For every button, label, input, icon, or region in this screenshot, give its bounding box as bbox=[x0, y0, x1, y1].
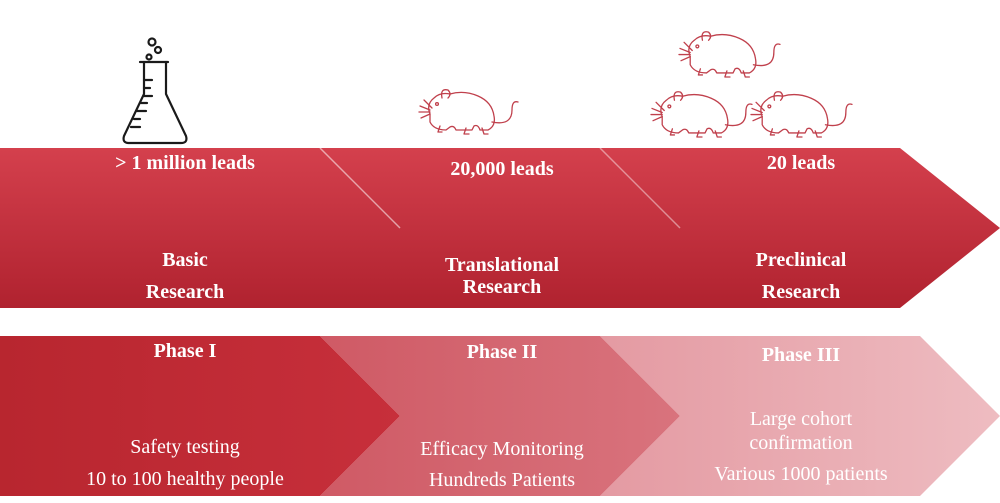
phase-1-chevron bbox=[0, 336, 400, 496]
flask-icon bbox=[122, 37, 188, 145]
phase-1-line2: 10 to 100 healthy people bbox=[86, 468, 284, 490]
phase-3-line1b: confirmation bbox=[749, 432, 853, 454]
stage-3-leads: 20 leads bbox=[766, 152, 836, 174]
rat-group-icon-right bbox=[750, 91, 853, 138]
phase-1-line1: Safety testing bbox=[130, 436, 240, 458]
divider-line-2 bbox=[599, 147, 681, 229]
phase-2-line1: Efficacy Monitoring bbox=[420, 438, 584, 460]
phase-2-title: Phase II bbox=[466, 341, 538, 363]
phase-3-line1: Large cohort bbox=[749, 408, 853, 430]
rat-group-icon-left bbox=[650, 91, 753, 138]
phase-2-chevron bbox=[320, 336, 680, 496]
stage-1-title-line2: Research bbox=[145, 281, 225, 303]
phase-3-title: Phase III bbox=[761, 344, 841, 366]
stage-2-leads: 20,000 leads bbox=[450, 158, 554, 180]
stage-2-title-line2: Research bbox=[462, 276, 542, 298]
phase-3-line2: Various 1000 patients bbox=[714, 463, 888, 485]
stage-2-title-line1: Translational bbox=[444, 254, 560, 276]
stage-1-leads: > 1 million leads bbox=[115, 152, 255, 174]
rat-group-icon-top bbox=[678, 31, 781, 78]
stage-3-title-line1: Preclinical bbox=[755, 249, 847, 271]
phase-2-line2: Hundreds Patients bbox=[428, 469, 576, 491]
divider-line-1 bbox=[319, 147, 401, 229]
phase-3-chevron bbox=[600, 336, 1000, 496]
stage-1-title-line1: Basic bbox=[162, 249, 208, 271]
rat-icon bbox=[418, 89, 519, 135]
stage-3-title-line2: Research bbox=[761, 281, 841, 303]
phase-1-title: Phase I bbox=[153, 340, 217, 362]
research-arrow bbox=[0, 148, 1000, 308]
